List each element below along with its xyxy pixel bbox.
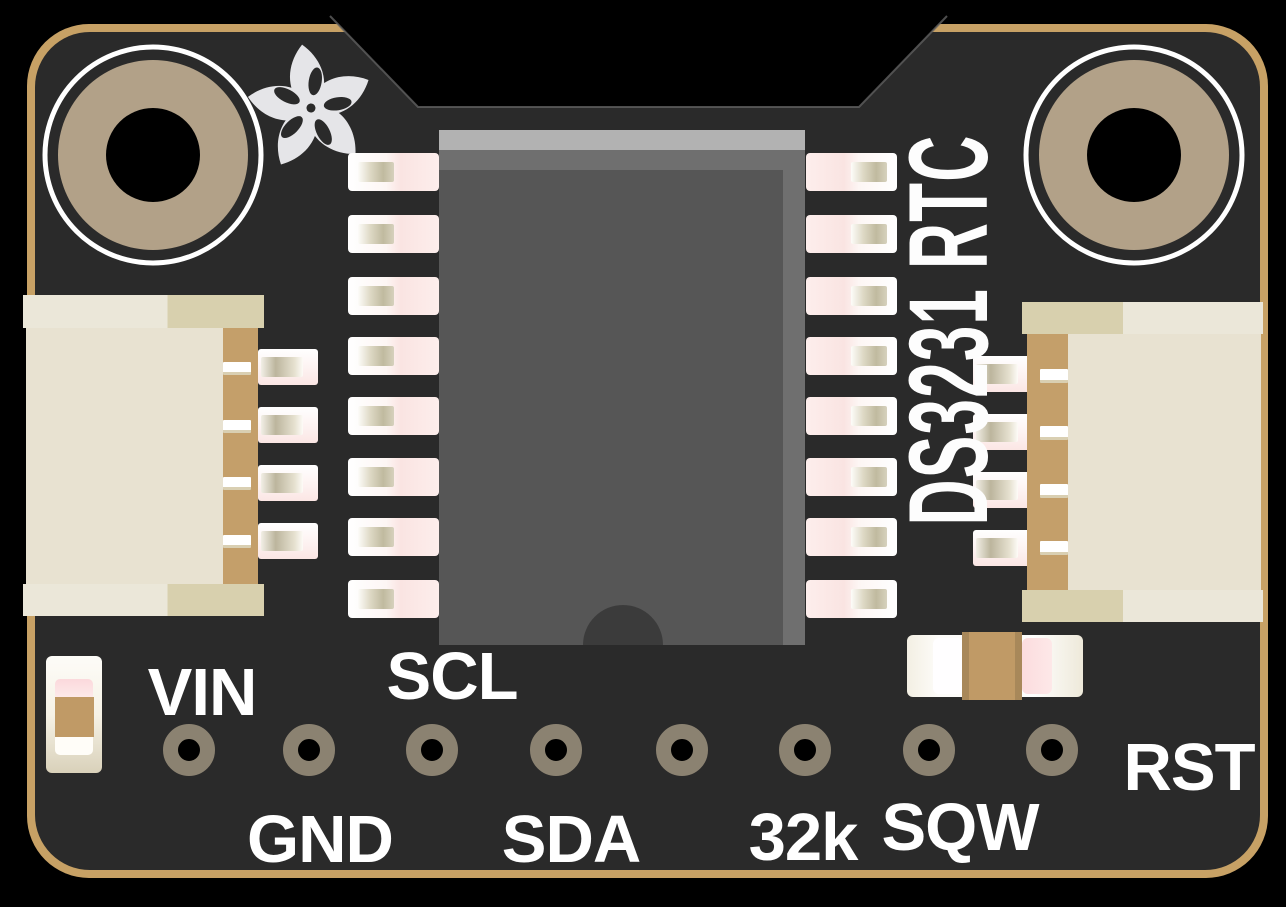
ic-pin-pad <box>348 397 439 435</box>
connector-pin-notch <box>223 420 251 433</box>
ic-pin-pad-copper <box>358 224 394 244</box>
component-white-band <box>933 638 963 694</box>
notch-edge-highlight <box>329 15 948 108</box>
pin-label-rst: RST <box>1123 730 1256 805</box>
breakout-through-hole <box>163 724 215 776</box>
pin-label-sqw: SQW <box>881 790 1039 865</box>
ic-pin-pad <box>806 153 897 191</box>
connector-pin-notch <box>1040 426 1068 440</box>
stemma-pad <box>973 530 1033 566</box>
mounting-hole-right <box>1023 44 1245 266</box>
breakout-through-hole <box>283 724 335 776</box>
ic-pin-pad <box>806 277 897 315</box>
stemma-connector-left-tab-top <box>23 295 264 328</box>
ic-pin-pad-copper <box>358 406 394 426</box>
pin-label-gnd: GND <box>247 802 394 877</box>
stemma-connector-left-tab-bottom <box>23 584 264 616</box>
ic-pin-pad <box>348 215 439 253</box>
ic-pin-pad <box>806 458 897 496</box>
ic-pin-pad <box>806 518 897 556</box>
ic-pin-pad-copper <box>358 527 394 547</box>
stemma-pad-copper <box>261 473 303 493</box>
ic-pin-pad-copper <box>851 346 887 366</box>
ic-pin-pad-copper <box>851 162 887 182</box>
ic-pin-pad-copper <box>851 527 887 547</box>
ic-pin-pad-copper <box>358 346 394 366</box>
breakout-through-hole <box>903 724 955 776</box>
stemma-pad <box>973 472 1033 508</box>
component-body-band <box>55 697 94 737</box>
component-white-band <box>55 737 93 755</box>
stemma-pad-copper <box>261 357 303 377</box>
ic-pin1-dimple <box>583 605 663 645</box>
connector-pin-notch <box>223 535 251 548</box>
adafruit-logo-icon <box>247 44 369 165</box>
stemma-pad <box>258 349 318 385</box>
stemma-pad-copper <box>976 538 1018 558</box>
ic-pin-pad <box>348 337 439 375</box>
ic-pin-pad <box>806 580 897 618</box>
stemma-qt-connector-left <box>26 328 223 584</box>
stemma-pad <box>258 407 318 443</box>
breakout-through-hole <box>656 724 708 776</box>
board-name-silkscreen: DS3231 RTC <box>886 134 1011 526</box>
ds3231-ic-chip <box>439 130 805 645</box>
ic-pin-pad-copper <box>358 286 394 306</box>
connector-pin-notch <box>223 477 251 490</box>
ic-pin-pad <box>806 397 897 435</box>
stemma-pad <box>973 356 1033 392</box>
ic-pin-pad <box>348 518 439 556</box>
pin-label-32k: 32k <box>748 800 859 875</box>
ic-pin-pad-copper <box>358 162 394 182</box>
stemma-pad <box>973 414 1033 450</box>
connector-pin-notch <box>1040 541 1068 555</box>
ic-pin-pad-copper <box>851 224 887 244</box>
stemma-pad <box>258 523 318 559</box>
ic-pin-pad <box>348 458 439 496</box>
ic-pin-pad-copper <box>358 467 394 487</box>
stemma-pad <box>258 465 318 501</box>
ic-pin-pad-copper <box>851 406 887 426</box>
ic-pin-pad <box>348 277 439 315</box>
stemma-connector-right-tab-top <box>1022 302 1263 334</box>
pin-label-scl: SCL <box>386 639 519 714</box>
smd-component-left <box>46 656 102 773</box>
stemma-pad-copper <box>976 480 1018 500</box>
breakout-through-hole <box>406 724 458 776</box>
breakout-through-hole <box>530 724 582 776</box>
ic-pin-pad-copper <box>851 467 887 487</box>
stemma-pad-copper <box>261 531 303 551</box>
stemma-qt-connector-right <box>1068 334 1261 590</box>
ic-pin-pad-copper <box>851 286 887 306</box>
board-top-notch <box>330 16 947 107</box>
stemma-connector-right-pin-row <box>1027 334 1068 590</box>
component-pink-band <box>1022 638 1052 694</box>
stemma-connector-left-pin-row <box>223 328 258 584</box>
ic-pin-pad-copper <box>851 589 887 609</box>
mounting-hole-left <box>42 44 264 266</box>
ic-pin-pad <box>348 580 439 618</box>
smd-component-right <box>907 632 1083 700</box>
pin-label-sda: SDA <box>501 802 641 877</box>
ic-pin-pad <box>806 337 897 375</box>
component-body-band <box>962 632 1022 700</box>
connector-pin-notch <box>223 362 251 375</box>
breakout-through-hole <box>1026 724 1078 776</box>
connector-pin-notch <box>1040 369 1068 383</box>
breakout-through-hole <box>779 724 831 776</box>
component-pink-band <box>55 679 93 698</box>
ic-pin-pad <box>348 153 439 191</box>
stemma-pad-copper <box>261 415 303 435</box>
stemma-connector-right-tab-bottom <box>1022 590 1263 622</box>
connector-pin-notch <box>1040 484 1068 498</box>
pin-label-vin: VIN <box>147 655 258 730</box>
ic-pin-pad <box>806 215 897 253</box>
stemma-pad-copper <box>976 364 1018 384</box>
stemma-pad-copper <box>976 422 1018 442</box>
ic-pin-pad-copper <box>358 589 394 609</box>
